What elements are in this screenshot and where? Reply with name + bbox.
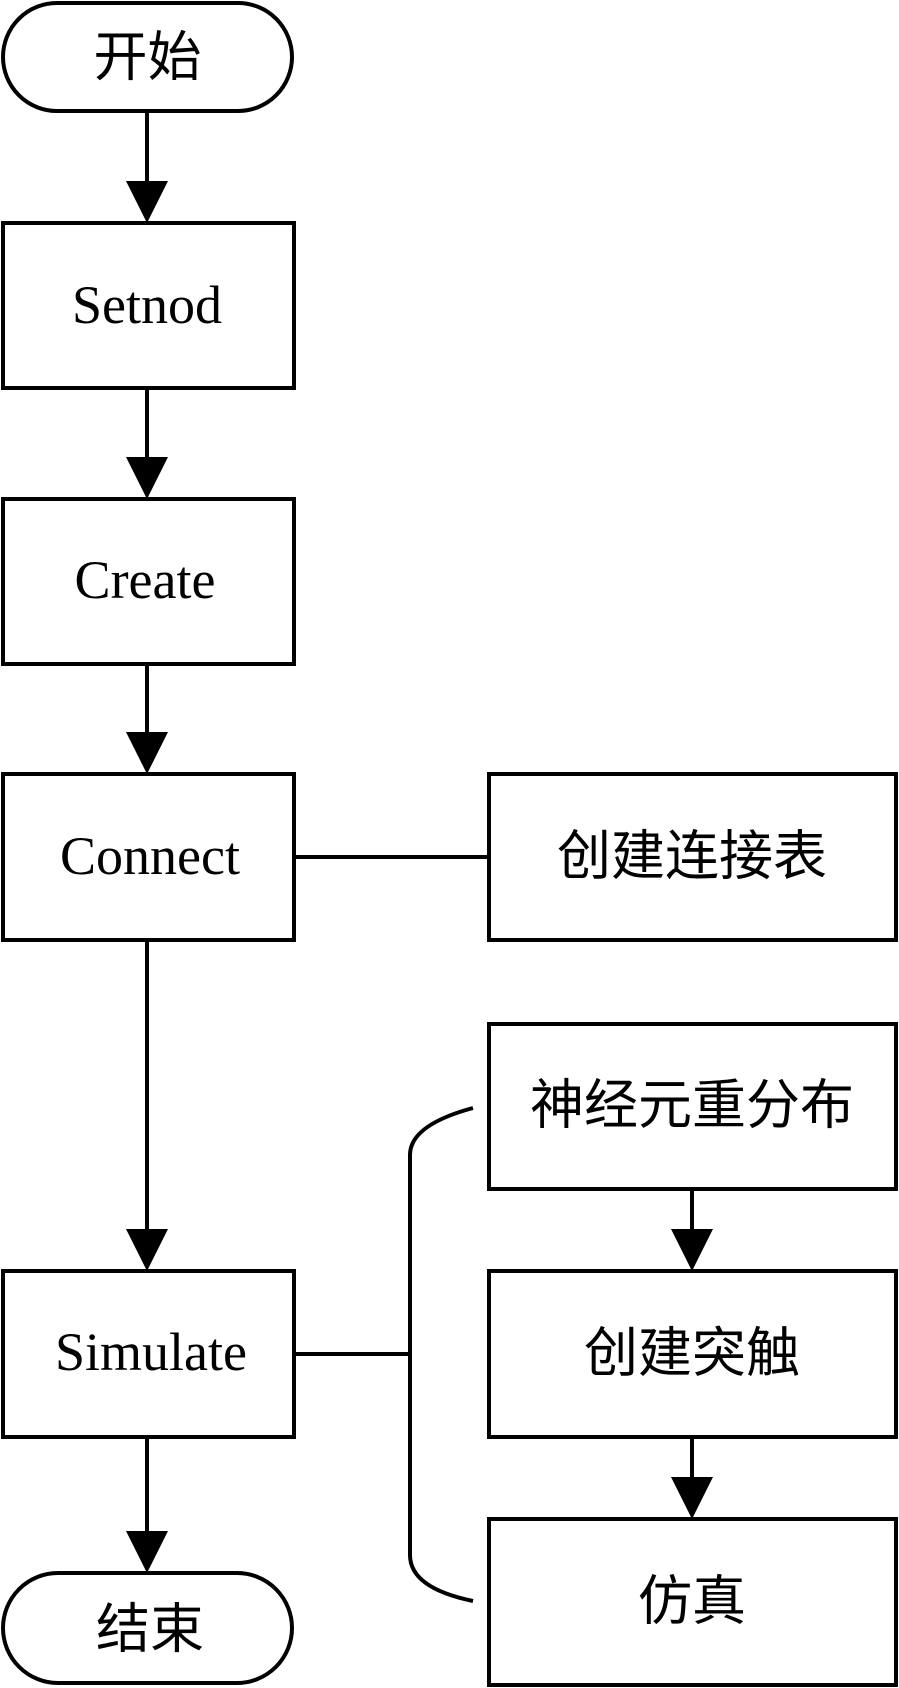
simulation-node: 仿真 bbox=[487, 1517, 898, 1687]
end-label: 结束 bbox=[96, 1598, 204, 1661]
connection-table-label: 创建连接表 bbox=[557, 825, 827, 888]
setnod-label: Setnod bbox=[72, 275, 222, 335]
arrow-connect-to-simulate bbox=[126, 940, 168, 1271]
simulate-label: Simulate bbox=[55, 1322, 247, 1382]
arrow-create-to-connect bbox=[126, 664, 168, 774]
create-synapse-node: 创建突触 bbox=[487, 1269, 898, 1439]
connection-table-node: 创建连接表 bbox=[487, 772, 898, 942]
arrow-start-to-setnod bbox=[126, 111, 168, 223]
connect-label: Connect bbox=[60, 826, 240, 886]
group-brace bbox=[408, 1106, 474, 1603]
simulation-label: 仿真 bbox=[638, 1570, 746, 1633]
arrow-setnod-to-create bbox=[126, 388, 168, 499]
arrow-redistribution-to-synapse bbox=[671, 1189, 713, 1271]
arrow-simulate-to-end bbox=[126, 1437, 168, 1573]
create-label: Create bbox=[75, 550, 216, 610]
neuron-redistribution-label: 神经元重分布 bbox=[530, 1074, 854, 1137]
create-node: Create bbox=[1, 497, 296, 666]
start-label: 开始 bbox=[94, 26, 202, 89]
create-synapse-label: 创建突触 bbox=[584, 1322, 800, 1385]
neuron-redistribution-node: 神经元重分布 bbox=[487, 1022, 898, 1191]
start-node: 开始 bbox=[1, 1, 294, 113]
simulate-node: Simulate bbox=[1, 1269, 296, 1439]
arrow-synapse-to-simulation bbox=[671, 1437, 713, 1519]
setnod-node: Setnod bbox=[1, 221, 296, 390]
end-node: 结束 bbox=[1, 1571, 294, 1685]
connect-node: Connect bbox=[1, 772, 296, 942]
